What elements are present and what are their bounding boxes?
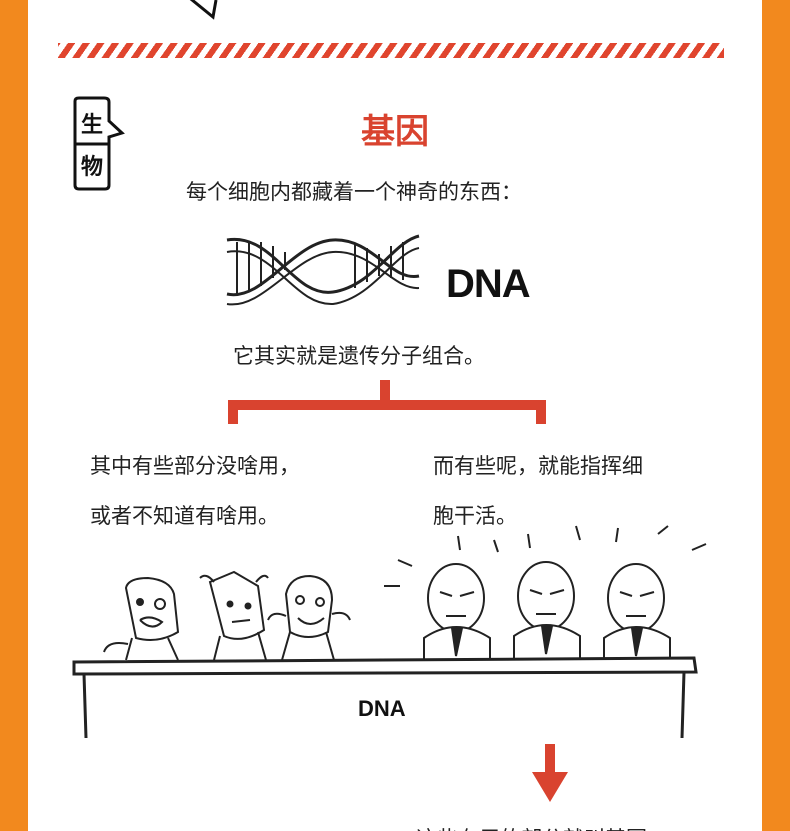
hazard-stripe-divider [58, 43, 724, 58]
bracket-left-leg [228, 400, 238, 424]
explain-text: 它其实就是遗传分子组合。 [233, 344, 485, 368]
badge-char-2: 物 [80, 155, 103, 180]
right-text-line2: 胞干活。 [433, 504, 517, 528]
badge-char-1: 生 [80, 113, 103, 138]
page-title: 基因 [361, 112, 429, 152]
down-arrow-icon [532, 744, 568, 802]
bracket-bar [228, 400, 546, 410]
bottom-text: 这些有用的部分就叫基因 [416, 823, 647, 831]
right-text-line1: 而有些呢，就能指挥细 [433, 454, 643, 478]
content-panel: 生 物 基因 每个细胞内都藏着一个神奇的东西： DNA 它其实就是遗传分子组合。… [28, 0, 762, 831]
arrow-icon [189, 0, 218, 20]
bracket-stem [380, 380, 390, 402]
subject-badge: 生 物 [72, 96, 125, 191]
cartoon-illustration [72, 525, 707, 739]
intro-text: 每个细胞内都藏着一个神奇的东西： [186, 180, 522, 204]
speech-badge-icon [73, 96, 125, 191]
left-text-line1: 其中有些部分没啥用， [90, 454, 300, 478]
bracket-right-leg [536, 400, 546, 424]
left-text-line2: 或者不知道有啥用。 [90, 504, 279, 528]
box-dna-label: DNA [358, 696, 406, 721]
dna-label: DNA [446, 262, 531, 306]
dna-helix-icon [226, 234, 420, 306]
